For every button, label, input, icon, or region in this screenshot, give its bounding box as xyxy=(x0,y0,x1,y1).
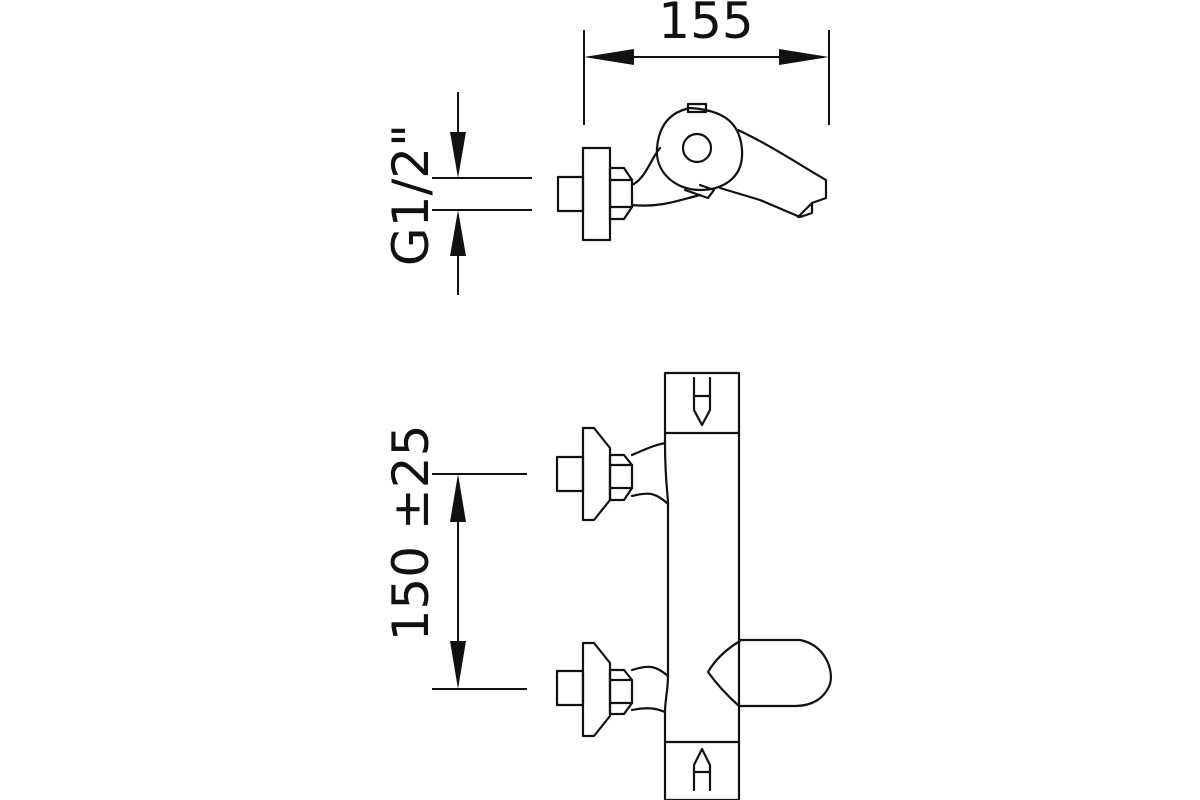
mixer-side-profile xyxy=(556,102,828,242)
mixer-body xyxy=(655,106,744,192)
width-dimension: 155 xyxy=(583,0,830,125)
arrow-left xyxy=(584,49,634,65)
width-value: 155 xyxy=(658,0,753,50)
hex-nut xyxy=(608,166,634,221)
front-view: 150 ±25 xyxy=(382,371,832,800)
cold-water-mark xyxy=(692,376,712,427)
upper-flange xyxy=(581,426,612,522)
lower-tab xyxy=(683,183,716,200)
upper-hex-nut xyxy=(608,453,634,502)
thread-arrow-bottom xyxy=(450,210,466,256)
wall-flange xyxy=(581,146,612,242)
spout-tip-line xyxy=(796,201,814,219)
upper-pipe-stub xyxy=(555,455,585,493)
lower-flange xyxy=(581,641,612,738)
hot-water-mark xyxy=(692,747,712,792)
mixer-front-body xyxy=(663,371,832,800)
lower-pipe-stub xyxy=(555,669,585,707)
thread-arrow-top xyxy=(450,132,466,178)
thread-label: G1/2" xyxy=(382,124,440,266)
spacing-arrow-bottom xyxy=(450,641,466,689)
knob-top-cap xyxy=(686,102,708,114)
spacing-dimension: 150 ±25 xyxy=(382,425,527,690)
inlet-pipe-stub xyxy=(556,175,585,213)
spacing-arrow-top xyxy=(450,474,466,522)
lower-hex-nut xyxy=(608,668,634,716)
front-spout xyxy=(706,638,832,708)
side-view: 155 G1/2" xyxy=(382,0,830,295)
control-knob xyxy=(681,132,713,164)
spacing-label: 150 ±25 xyxy=(382,425,440,642)
arrow-right xyxy=(779,49,829,65)
vertical-body xyxy=(663,371,741,800)
thread-dimension: G1/2" xyxy=(382,92,532,295)
spout xyxy=(718,128,828,219)
lower-connector xyxy=(630,665,670,714)
upper-connector xyxy=(630,441,670,506)
inlet-lower xyxy=(555,641,670,738)
inlet-upper xyxy=(555,426,670,522)
